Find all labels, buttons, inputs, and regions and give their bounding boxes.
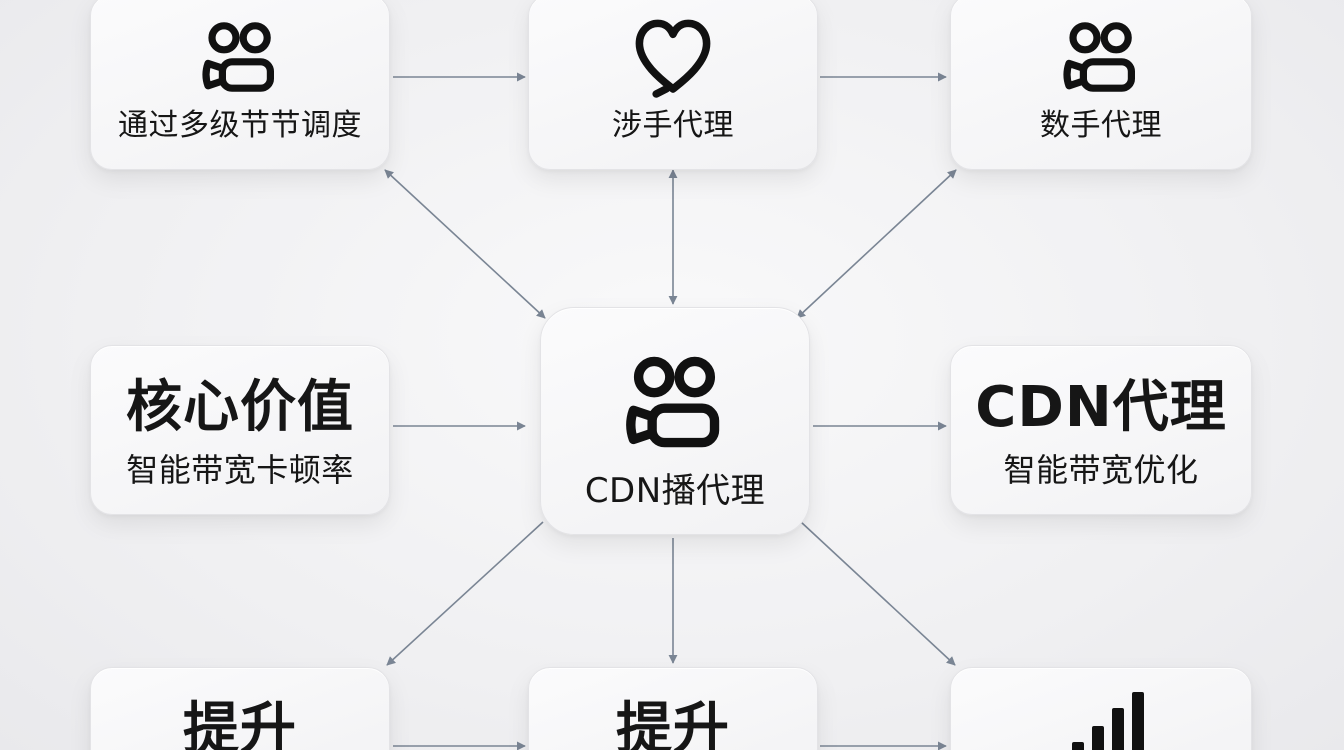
node-bottom-left-title: 提升 (183, 697, 297, 750)
node-core-value[interactable]: 核心价值 智能带宽卡顿率 (90, 345, 390, 515)
camera-people-icon (202, 22, 274, 92)
node-top-right-label: 数手代理 (1040, 108, 1162, 143)
arrow-center-top-right (796, 169, 957, 319)
node-center-cdn[interactable]: CDN播代理 (540, 307, 810, 535)
node-bottom-mid-title: 提升 (616, 697, 730, 750)
node-cdn-proxy-title: CDN代理 (975, 375, 1227, 440)
camera-people-icon (626, 356, 720, 448)
camera-people-icon (1063, 22, 1135, 92)
node-top-mid[interactable]: 涉手代理 (528, 0, 818, 170)
signal-bars-icon (1072, 692, 1144, 750)
node-bottom-right[interactable] (950, 667, 1252, 750)
arrow-center-to-bot-right (800, 521, 956, 666)
node-top-left-label: 通过多级节节调度 (118, 108, 362, 143)
node-center-label: CDN播代理 (584, 471, 766, 511)
heart-icon (635, 19, 711, 98)
node-cdn-proxy[interactable]: CDN代理 智能带宽优化 (950, 345, 1252, 515)
arrow-center-top-left (384, 169, 546, 319)
node-bottom-mid[interactable]: 提升 (528, 667, 818, 750)
node-bottom-left[interactable]: 提升 (90, 667, 390, 750)
node-top-right[interactable]: 数手代理 (950, 0, 1252, 170)
node-cdn-proxy-subtitle: 智能带宽优化 (1003, 451, 1199, 489)
node-core-value-title: 核心价值 (126, 375, 354, 440)
node-top-mid-label: 涉手代理 (612, 108, 734, 143)
node-core-value-subtitle: 智能带宽卡顿率 (126, 451, 354, 489)
node-top-left[interactable]: 通过多级节节调度 (90, 0, 390, 170)
arrow-center-to-bot-left (386, 521, 544, 666)
